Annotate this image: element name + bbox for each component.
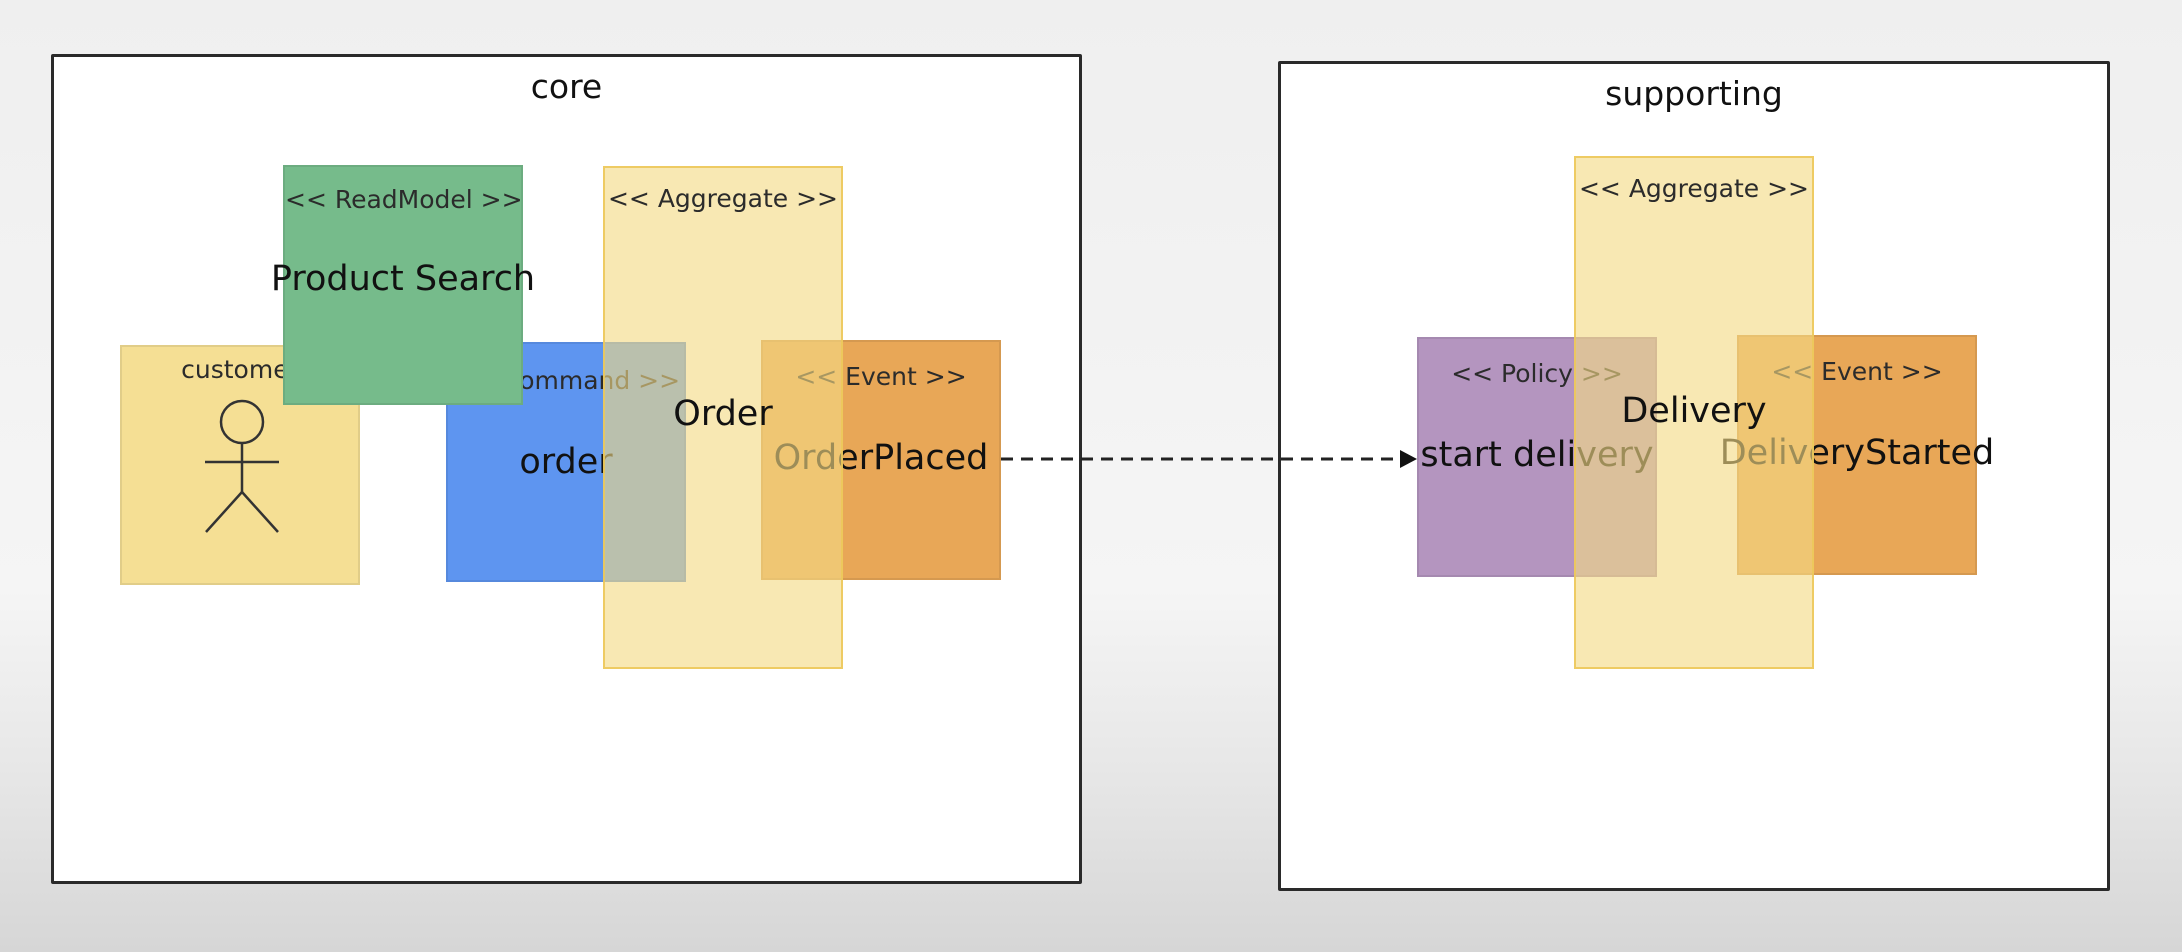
aggregate-name: Delivery: [1621, 391, 1767, 431]
aggregate-stereotype: << Aggregate >>: [607, 184, 838, 213]
readmodel-stereotype: << ReadModel >>: [285, 185, 523, 214]
command-name: order: [519, 442, 613, 482]
aggregate-name: Order: [673, 394, 773, 434]
stick-figure-icon: [205, 399, 279, 533]
aggregate-stereotype: << Aggregate >>: [1578, 174, 1809, 203]
aggregate-delivery-sticky[interactable]: << Aggregate >> Delivery: [1574, 156, 1814, 669]
readmodel-product-search-sticky[interactable]: << ReadModel >> Product Search: [271, 165, 535, 405]
readmodel-name: Product Search: [270, 259, 536, 299]
context-core-label: core: [530, 67, 603, 106]
aggregate-order-sticky[interactable]: << Aggregate >> Order: [603, 166, 843, 669]
actor-stereotype: customer: [181, 355, 299, 384]
context-supporting-label: supporting: [1605, 74, 1783, 113]
